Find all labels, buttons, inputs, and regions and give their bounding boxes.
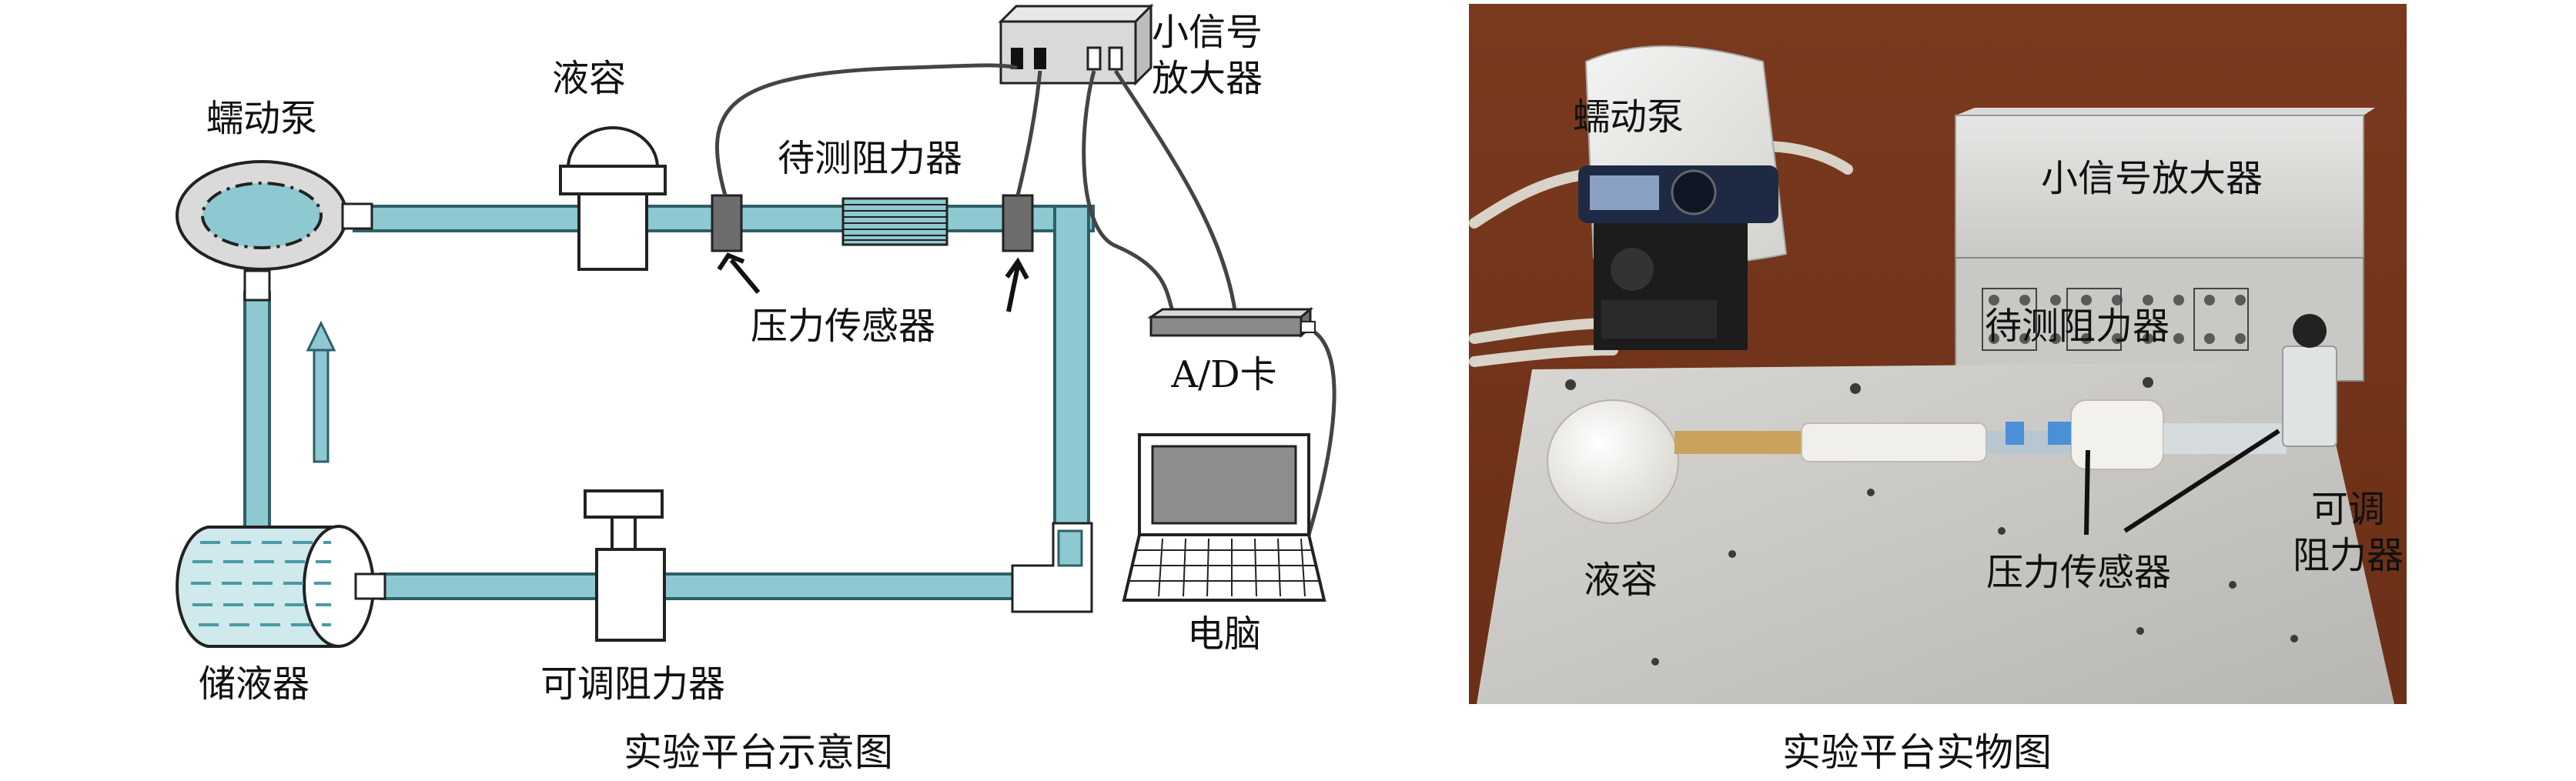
right-tube [1053, 205, 1090, 569]
tube-loop [243, 205, 1095, 600]
reservoir-outlet-fitting [354, 572, 386, 600]
adjustable-resistor [584, 489, 666, 642]
reservoir [176, 525, 386, 648]
test-resistor [841, 197, 948, 246]
elbow-fitting [1011, 522, 1093, 613]
signal-amplifier [998, 3, 1154, 86]
ad-card-label: A/D卡 [1170, 353, 1276, 396]
amplifier-label-line1: 小信号 [1152, 11, 1263, 54]
photo-test-resistor-label: 待测阻力器 [1985, 305, 2170, 348]
photo-pump-label: 蠕动泵 [1573, 95, 1684, 139]
schematic-caption: 实验平台示意图 [624, 730, 893, 775]
photo-liquid-ball [1547, 399, 1679, 524]
pressure-sensor-2 [1002, 194, 1034, 252]
computer [1122, 433, 1326, 602]
peristaltic-pump [176, 160, 373, 302]
photo-amplifier-box [1955, 108, 2375, 382]
photo-caption: 实验平台实物图 [1782, 730, 2052, 775]
bottom-tube [380, 572, 1029, 600]
test-resistor-label: 待测阻力器 [778, 137, 962, 180]
photo-adjustable-label-line1: 可调 [2311, 488, 2385, 531]
amplifier-label-line2: 放大器 [1152, 57, 1263, 100]
pressure-sensor-label: 压力传感器 [751, 305, 935, 348]
signal-cables [714, 63, 1337, 536]
pressure-sensor-1 [711, 194, 743, 252]
schematic-diagram: 蠕动泵 液容 待测阻力器 [176, 3, 1337, 775]
reservoir-label: 储液器 [199, 663, 309, 706]
pump-inlet-fitting [243, 269, 271, 302]
photo-adjustable-label-line2: 阻力器 [2293, 534, 2404, 577]
left-tube [243, 291, 271, 536]
photo-liquid-label: 液容 [1584, 559, 1658, 602]
adjustable-resistor-label: 可调阻力器 [540, 663, 725, 706]
pump-outlet-fitting [341, 202, 373, 230]
liquid-capacitance [559, 126, 667, 271]
photo-tubing [1674, 314, 2337, 470]
ad-card [1147, 306, 1316, 339]
liquid-label: 液容 [552, 57, 626, 100]
pump-label: 蠕动泵 [206, 97, 317, 140]
computer-label: 电脑 [1187, 612, 1261, 656]
photo-pump [1578, 45, 1788, 350]
photo-panel: 小信号放大器 蠕动泵 [1469, 4, 2407, 775]
sensor-pointer-arrows [717, 252, 1029, 312]
flow-direction-arrow [306, 320, 336, 463]
photo-amplifier-label: 小信号放大器 [2041, 157, 2263, 200]
photo-pressure-sensor-label: 压力传感器 [1986, 551, 2171, 594]
photo-pointer-lines [2084, 429, 2280, 536]
